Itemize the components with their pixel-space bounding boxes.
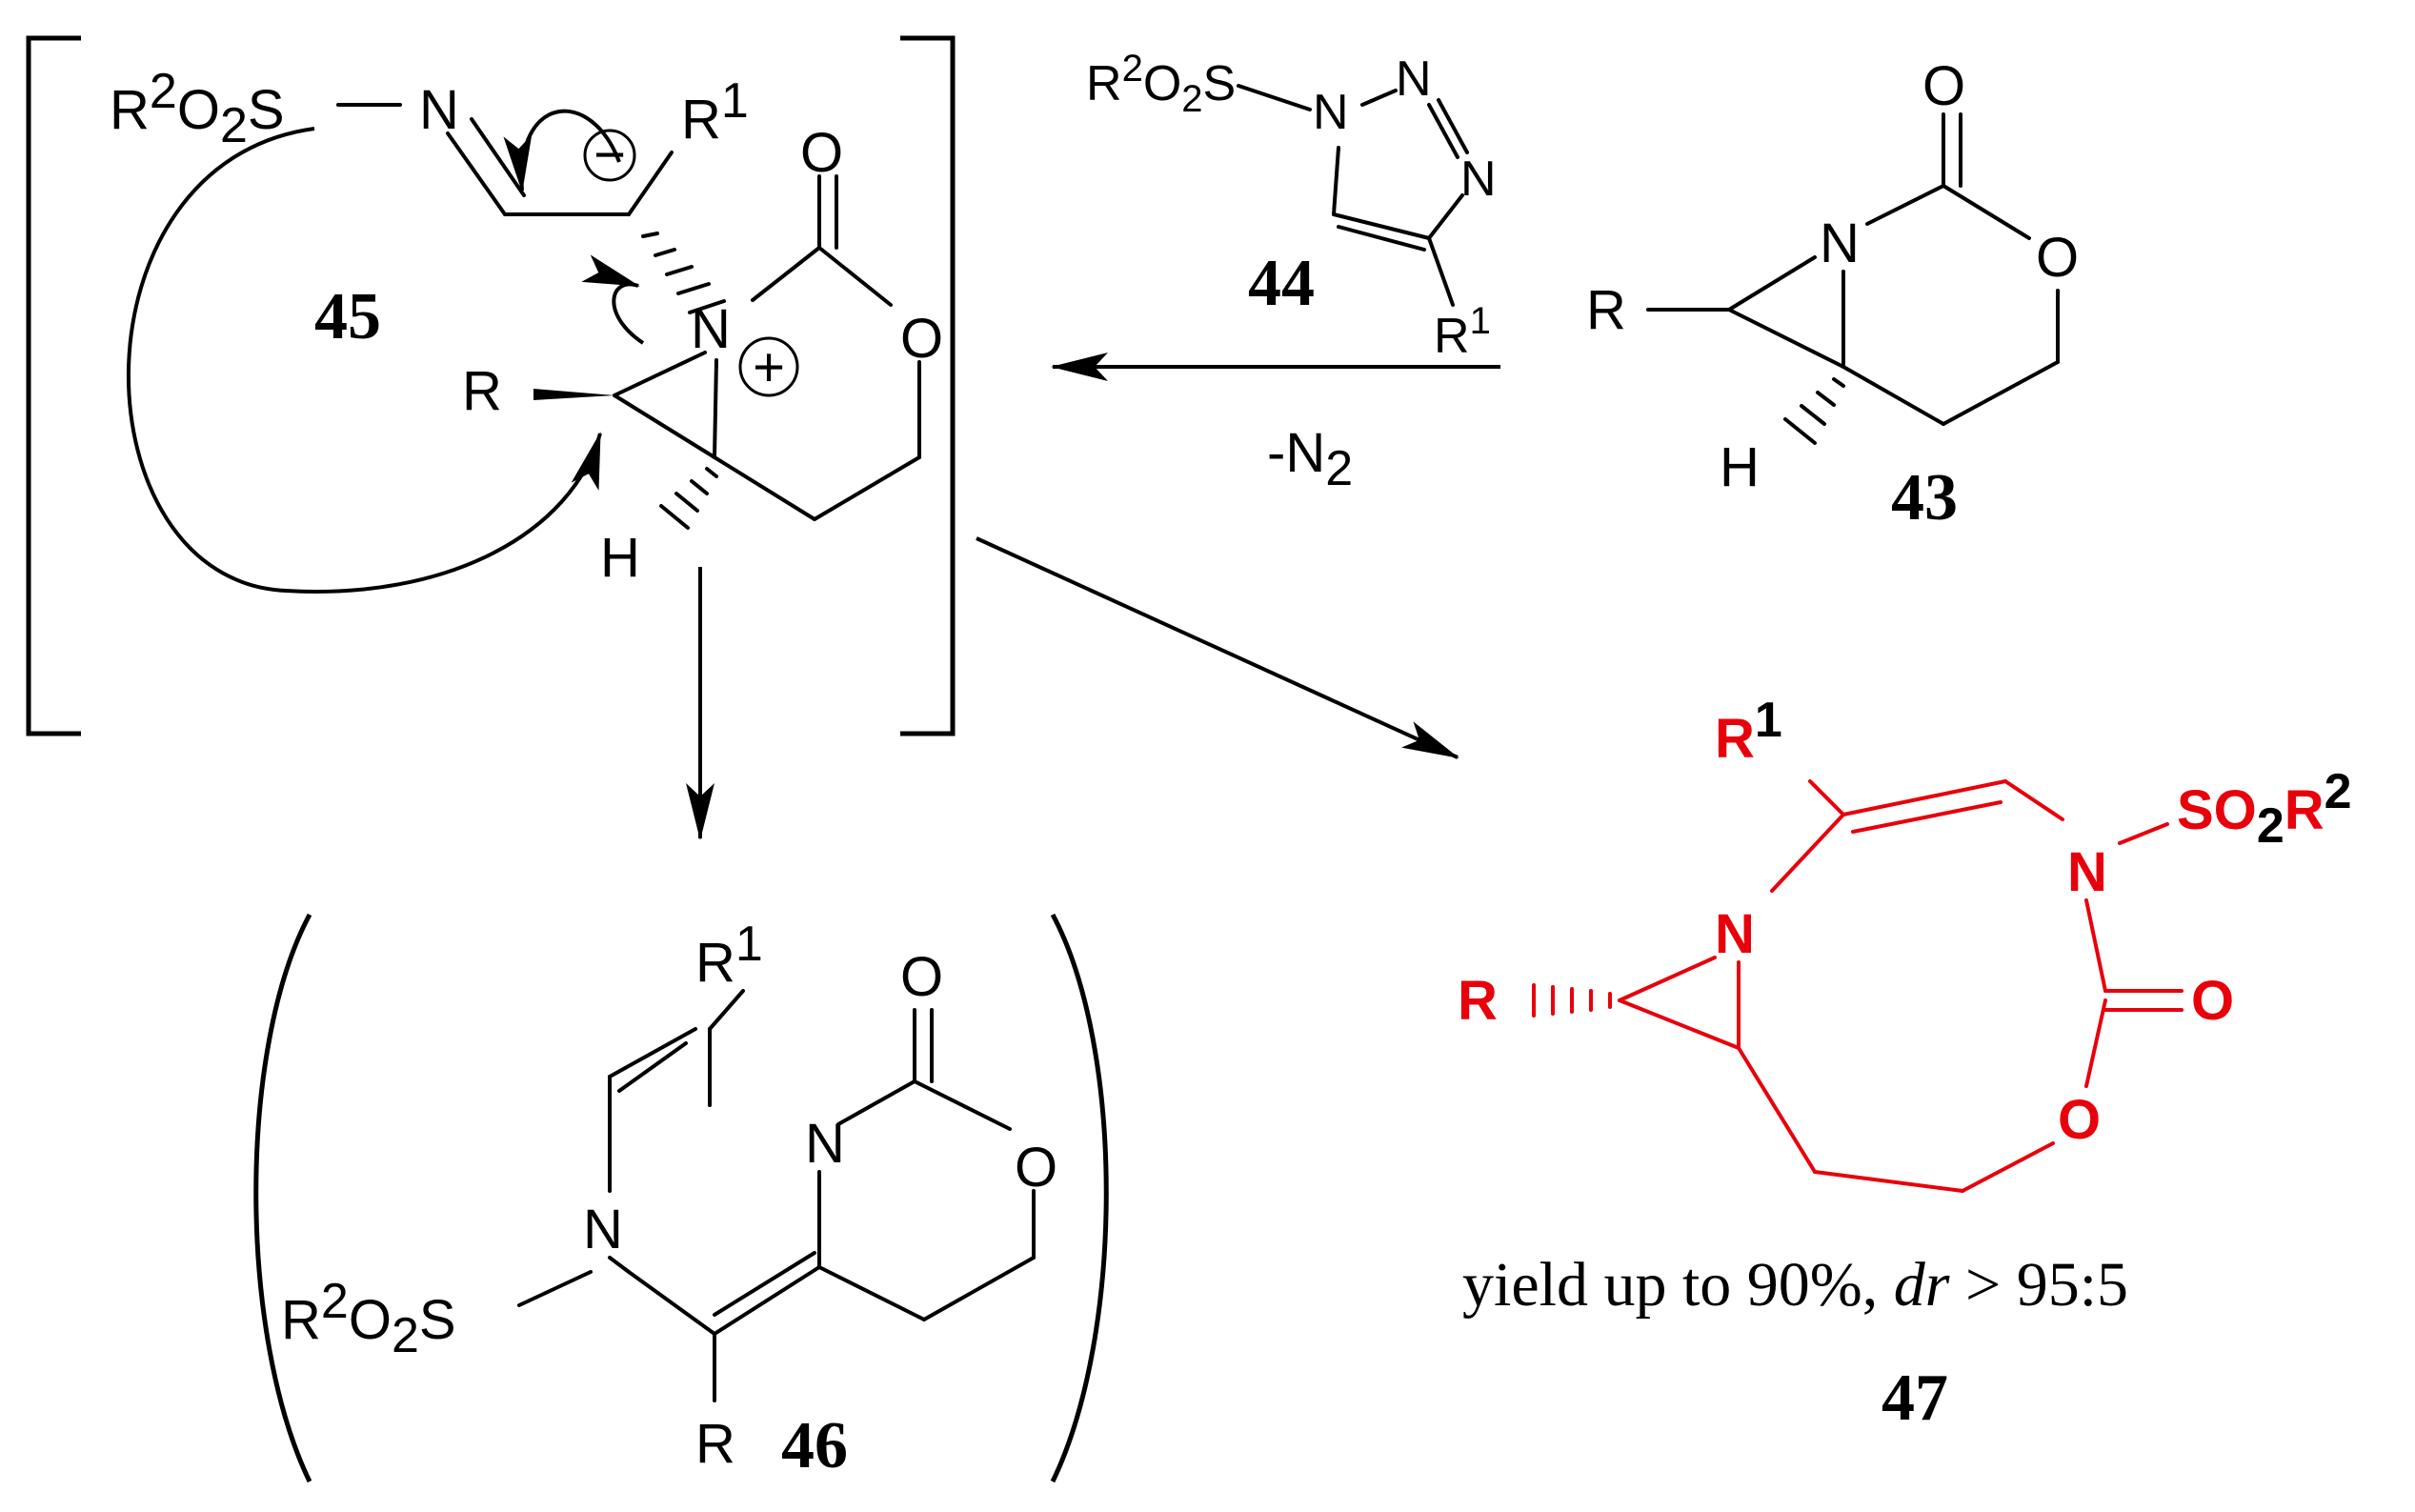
compound-label-47: 47: [1882, 1361, 1948, 1435]
product-47: R1 N SO2R2 N O O R: [1458, 693, 2352, 1193]
curved-arrow-anion: [503, 109, 621, 192]
compound-label-45: 45: [314, 280, 381, 353]
hashed-bond-h: [659, 467, 718, 530]
ring-o-43: O: [2036, 227, 2079, 289]
r2o2s-group-44: R2O2S: [1086, 48, 1236, 120]
square-bracket-right: [900, 35, 956, 736]
triazole-n1: N: [1313, 85, 1349, 140]
hashed-bond-r-47: [1532, 983, 1612, 1018]
ring-o-45: O: [900, 308, 943, 370]
yield-note: yield up to 90%, dr > 95:5: [1462, 1250, 2128, 1320]
carbonyl-o-43: O: [1922, 55, 1965, 117]
ring-o-46: O: [1015, 1137, 1057, 1199]
curved-arrow-n: [581, 254, 645, 345]
ring-n-46: N: [805, 1113, 845, 1175]
sulfonyl-n-46: N: [583, 1199, 623, 1260]
r1-group-47: R1: [1715, 693, 1782, 770]
compound-label-46: 46: [781, 1409, 848, 1482]
r2o2s-group-46: R2O2S: [281, 1274, 456, 1363]
product-46: R1 O N O N R2O2S R 46: [253, 913, 1109, 1483]
aziridine-n-43: N: [1820, 212, 1860, 274]
big-curved-arrow: [126, 127, 602, 594]
wedge-bond: [533, 389, 614, 400]
imine-n-45: N: [419, 79, 459, 141]
minus-n2-label: -N2: [1267, 422, 1353, 496]
compound-label-43: 43: [1891, 461, 1958, 534]
r1-group-46: R1: [695, 917, 763, 994]
cation-charge: +: [753, 336, 785, 398]
compound-label-44: 44: [1248, 247, 1315, 320]
r-group-47: R: [1458, 970, 1498, 1032]
r2o2s-group-45: R2O2S: [110, 64, 285, 153]
carbonyl-o-45: O: [800, 122, 843, 184]
hashed-bond-h-43: [1783, 377, 1845, 445]
triazole-n3: N: [1460, 151, 1497, 207]
anion-charge: −: [594, 124, 626, 186]
intermediate-45: − + R2O2S N R1 O N O R H 45: [26, 35, 956, 736]
reagent-44: R2O2S N N N R1 44: [1086, 48, 1497, 364]
h-atom-45: H: [600, 527, 640, 589]
r1-group-45: R1: [681, 73, 749, 151]
anion-charge-circle: [583, 129, 636, 182]
aziridine-n-45: N: [691, 298, 731, 360]
square-bracket-left: [26, 35, 81, 736]
aziridine-n-47: N: [1715, 903, 1755, 965]
ring-o-47: O: [2058, 1089, 2101, 1151]
carbonyl-o-47: O: [2191, 970, 2234, 1032]
r-group-46: R: [695, 1413, 735, 1475]
carbonyl-o-46: O: [900, 946, 943, 1008]
r-group-45: R: [462, 360, 502, 422]
paren-left: [253, 913, 312, 1483]
substrate-43: O N O R H 43: [1586, 55, 2079, 534]
cation-charge-circle: [738, 336, 799, 397]
r-group-43: R: [1586, 279, 1626, 341]
sulfonyl-n-47: N: [2067, 841, 2107, 903]
hashed-bond: [641, 232, 726, 314]
r1-group-44: R1: [1434, 300, 1491, 364]
paren-right: [1050, 913, 1109, 1483]
reaction-arrow-to-47: [976, 536, 1459, 759]
so2r2-group-47: SO2R2: [2177, 764, 2352, 854]
triazole-n2: N: [1396, 51, 1432, 107]
h-atom-43: H: [1720, 436, 1760, 498]
